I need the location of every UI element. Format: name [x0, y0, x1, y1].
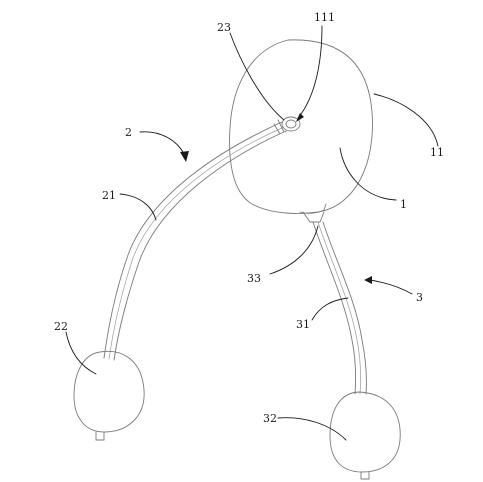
label-1: 1 — [400, 198, 407, 211]
main-body — [229, 39, 373, 223]
right-ball-outline — [329, 391, 401, 473]
label-33: 33 — [247, 272, 261, 285]
right-tube — [312, 221, 367, 395]
leader-11 — [373, 93, 439, 147]
left-ball-outline — [73, 350, 145, 433]
label-11: 11 — [430, 146, 444, 159]
leader-31 — [311, 297, 349, 321]
leader-21 — [119, 193, 157, 221]
label-111: 111 — [314, 11, 335, 24]
leader-33 — [269, 225, 319, 275]
arrowhead-3 — [364, 276, 372, 284]
left-tube-centerline — [108, 126, 285, 360]
leader-2 — [139, 131, 185, 155]
leader-111 — [297, 25, 323, 119]
main-body-nozzle — [299, 203, 327, 223]
label-22: 22 — [54, 320, 68, 333]
leader-1 — [339, 147, 397, 201]
connector-joint — [273, 119, 285, 135]
left-ball — [73, 350, 145, 441]
label-31: 31 — [296, 318, 310, 331]
leader-32 — [277, 417, 347, 441]
leader-lines — [65, 25, 439, 441]
leader-23 — [229, 32, 285, 121]
right-tube-edge-right — [322, 221, 367, 395]
arrowhead-2 — [180, 151, 189, 162]
right-tube-edge-left — [312, 221, 356, 395]
label-21: 21 — [102, 189, 116, 202]
right-tube-centerline — [317, 221, 361, 395]
label-32: 32 — [263, 412, 277, 425]
label-23: 23 — [217, 21, 231, 34]
left-tube-edge-inner — [113, 130, 287, 361]
arrowhead-111 — [296, 113, 304, 122]
port-inner-ring — [285, 119, 297, 129]
port-outer-ring — [281, 116, 301, 132]
main-housing-outline — [229, 39, 373, 214]
left-tube-edge-outer — [103, 121, 283, 359]
left-ball-tip — [95, 431, 105, 441]
label-3: 3 — [416, 291, 423, 304]
right-ball — [329, 391, 401, 480]
left-tube — [103, 119, 287, 361]
reference-numerals: 23 111 2 11 21 1 33 3 31 22 32 — [54, 11, 444, 425]
leader-22 — [65, 331, 97, 375]
right-ball-tip — [360, 471, 370, 480]
leader-3 — [369, 279, 413, 295]
label-2: 2 — [125, 126, 132, 139]
